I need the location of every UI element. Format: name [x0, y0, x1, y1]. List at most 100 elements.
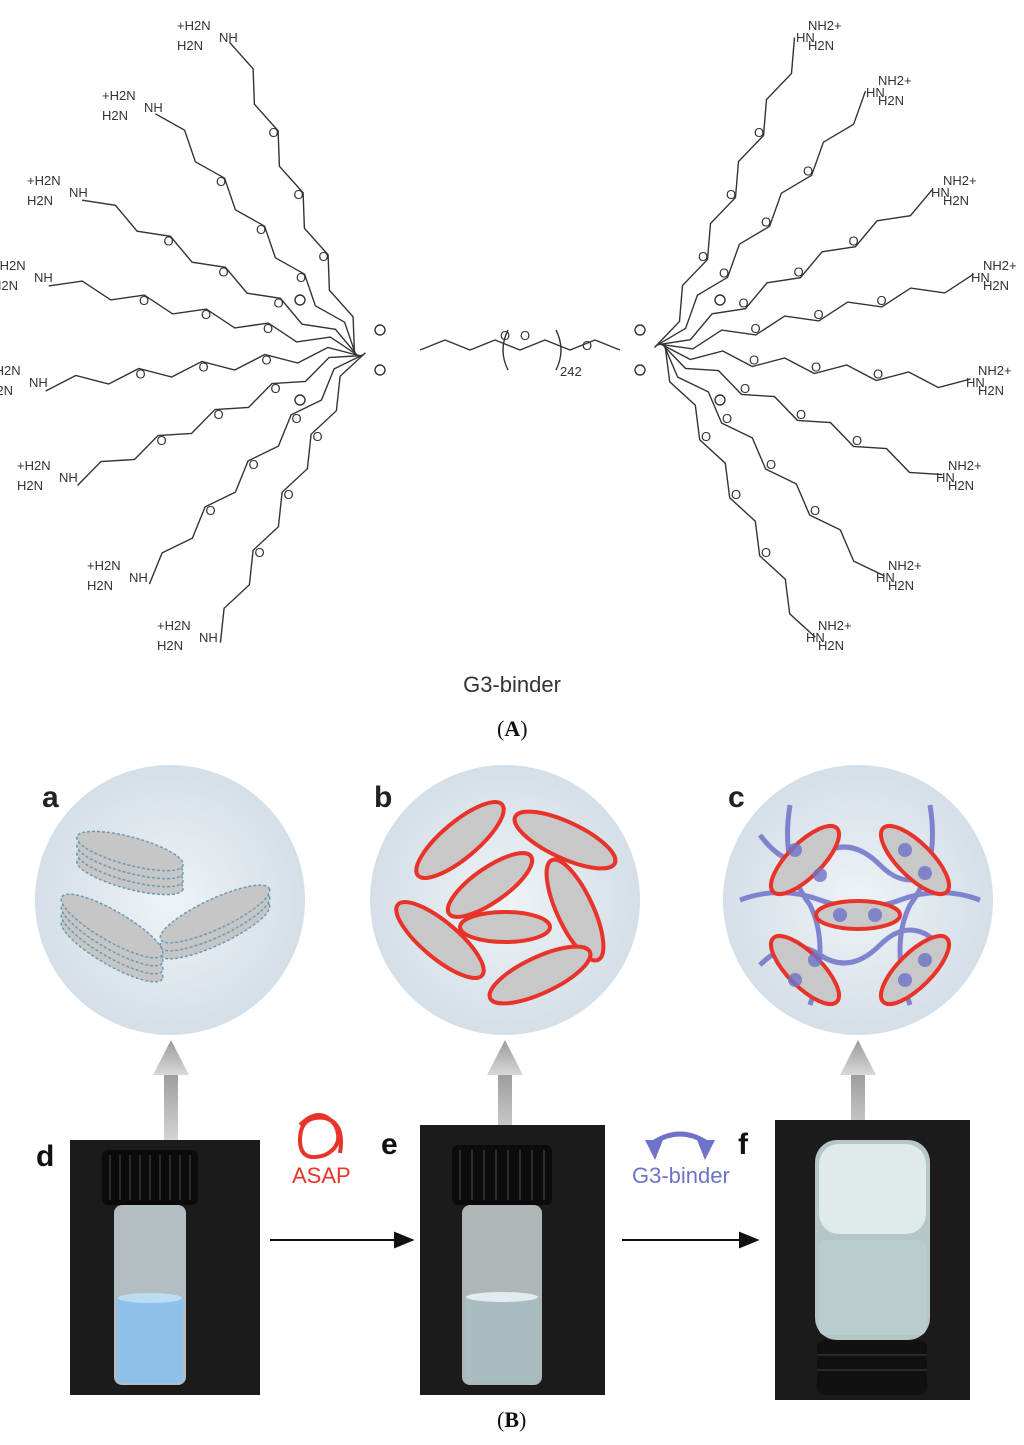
guanidinium-group: H2N — [157, 638, 183, 653]
ether-chain — [45, 346, 361, 392]
caption-a: (A) — [497, 716, 528, 741]
oxygen-atom: O — [164, 234, 174, 249]
ester-node — [294, 394, 306, 406]
guanidinium-group: NH2+ — [878, 73, 912, 88]
circle-a-exfoliated-sheets: a — [35, 765, 305, 1035]
circle-label-b: b — [374, 781, 392, 814]
oxygen-atom: O — [249, 457, 259, 472]
svg-text:O: O — [520, 328, 530, 343]
guanidinium-group: +H2N — [177, 18, 211, 33]
oxygen-atom: O — [761, 545, 771, 560]
guanidinium-group: +H2N — [27, 173, 61, 188]
guanidinium-group: H2N — [87, 578, 113, 593]
photo-label-f: f — [738, 1128, 748, 1161]
guanidinium-group: +H2N — [17, 458, 51, 473]
oxygen-atom: O — [849, 234, 859, 249]
oxygen-atom: O — [751, 321, 761, 336]
guanidinium-nh: HN — [966, 375, 985, 390]
oxygen-atom: O — [274, 296, 284, 311]
left-dendron: OOO+H2NH2NNHOOO+H2NH2NNHOOO+H2NH2NNHOOO+… — [0, 18, 386, 653]
oxygen-atom: O — [136, 367, 146, 382]
oxygen-atom: O — [698, 249, 708, 264]
oxygen-atom: O — [296, 270, 306, 285]
guanidinium-nh: HN — [971, 270, 990, 285]
oxygen-atom: O — [731, 487, 741, 502]
oxygen-atom: O — [206, 503, 216, 518]
ether-chain — [655, 90, 867, 347]
circle-label-a: a — [42, 781, 59, 814]
guanidinium-group: H2N — [978, 383, 1004, 398]
guanidinium-nh: HN — [806, 630, 825, 645]
guanidinium-group: +H2N — [0, 258, 26, 273]
oxygen-atom: O — [740, 381, 750, 396]
guanidinium-group: NH2+ — [978, 363, 1012, 378]
guanidinium-nh: HN — [876, 570, 895, 585]
ether-chain — [155, 113, 357, 355]
guanidinium-group: NH2+ — [983, 258, 1017, 273]
svg-text:O: O — [582, 338, 592, 353]
oxygen-atom: O — [852, 433, 862, 448]
guanidinium-group: H2N — [808, 38, 834, 53]
caption-b: (B) — [497, 1407, 527, 1432]
oxygen-atom: O — [214, 407, 224, 422]
guanidinium-group: +H2N — [102, 88, 136, 103]
guanidinium-group: H2N — [818, 638, 844, 653]
guanidinium-nh: HN — [866, 85, 885, 100]
guanidinium-nh: HN — [931, 185, 950, 200]
vial-photo-d — [70, 1140, 260, 1395]
oxygen-atom: O — [701, 429, 711, 444]
guanidinium-group: H2N — [0, 278, 18, 293]
up-arrows — [153, 1040, 876, 1145]
ester-node — [634, 364, 646, 376]
oxygen-atom: O — [263, 321, 273, 336]
guanidinium-nh: NH — [219, 30, 238, 45]
guanidinium-nh: NH — [199, 630, 218, 645]
ether-chain — [48, 280, 360, 357]
oxygen-atom: O — [722, 411, 732, 426]
guanidinium-group: NH2+ — [808, 18, 842, 33]
oxygen-atom: O — [256, 222, 266, 237]
guanidinium-group: H2N — [0, 383, 13, 398]
right-dendron: OOONH2+H2NHNOOONH2+H2NHNOOONH2+H2NHNOOON… — [634, 18, 1017, 653]
guanidinium-group: NH2+ — [948, 458, 982, 473]
oxygen-atom: O — [761, 215, 771, 230]
guanidinium-group: H2N — [17, 478, 43, 493]
guanidinium-group: H2N — [948, 478, 974, 493]
guanidinium-nh: HN — [796, 30, 815, 45]
ester-node — [374, 364, 386, 376]
oxygen-atom: O — [803, 164, 813, 179]
guanidinium-nh: HN — [936, 470, 955, 485]
oxygen-atom: O — [313, 429, 323, 444]
oxygen-atom: O — [811, 360, 821, 375]
guanidinium-group: H2N — [102, 108, 128, 123]
oxygen-atom: O — [766, 457, 776, 472]
vial-photo-e — [420, 1125, 605, 1395]
oxygen-atom: O — [794, 265, 804, 280]
circle-label-c: c — [728, 781, 745, 814]
oxygen-atom: O — [157, 433, 167, 448]
ether-chain — [148, 353, 365, 585]
oxygen-atom: O — [754, 125, 764, 140]
oxygen-atom: O — [292, 411, 302, 426]
ester-node — [374, 324, 386, 336]
oxygen-atom: O — [284, 487, 294, 502]
oxygen-atom: O — [810, 503, 820, 518]
guanidinium-group: H2N — [983, 278, 1009, 293]
ether-chain — [653, 37, 796, 348]
photo-label-d: d — [36, 1140, 55, 1173]
guanidinium-group: H2N — [878, 93, 904, 108]
g3-binder-label: G3-binder — [632, 1163, 730, 1188]
oxygen-atom: O — [201, 307, 211, 322]
guanidinium-group: +H2N — [157, 618, 191, 633]
guanidinium-group: +H2N — [0, 363, 21, 378]
ether-chain — [81, 199, 358, 356]
guanidinium-group: H2N — [27, 193, 53, 208]
oxygen-atom: O — [255, 545, 265, 560]
ester-node — [714, 294, 726, 306]
vial-photo-f — [775, 1120, 970, 1400]
schematic-panel: a b c — [0, 765, 1024, 1405]
ether-chain — [660, 343, 971, 389]
svg-text:O: O — [500, 328, 510, 343]
guanidinium-nh: NH — [144, 100, 163, 115]
ether-chain — [658, 273, 975, 350]
